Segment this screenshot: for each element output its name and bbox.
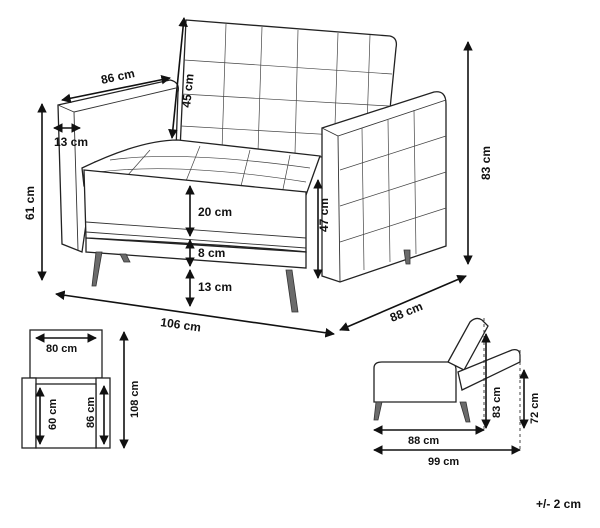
leg-back-left: [119, 253, 131, 263]
side-seat: [373, 361, 457, 403]
seat-base: [85, 237, 307, 269]
leg-front-left: [91, 251, 103, 287]
leg-front-right: [285, 269, 299, 313]
top-right-arm: [95, 377, 111, 449]
label-20cm: 20 cm: [198, 205, 232, 219]
armrest-tufting: [339, 109, 447, 271]
leg-back-right: [403, 249, 411, 265]
label-86cm-top-view: 86 cm: [85, 397, 97, 428]
label-80cm: 80 cm: [46, 343, 77, 355]
label-106cm: 106 cm: [160, 315, 202, 335]
armchair-main-view: [57, 19, 447, 313]
backrest-tufting: [180, 23, 393, 159]
label-83cm-main: 83 cm: [479, 146, 493, 180]
label-72cm: 72 cm: [529, 393, 541, 424]
right-armrest: [321, 91, 447, 283]
label-13cm-leg: 13 cm: [198, 280, 232, 294]
label-88cm-side: 88 cm: [408, 435, 439, 447]
top-left-arm: [21, 377, 37, 449]
label-99cm: 99 cm: [428, 456, 459, 468]
seat-tufting: [97, 145, 311, 195]
label-47cm: 47 cm: [317, 198, 331, 232]
side-leg-back: [459, 401, 471, 423]
label-61cm: 61 cm: [23, 186, 37, 220]
top-view: 80 cm 60 cm 86 cm 108 cm: [21, 329, 141, 449]
label-88cm-main: 88 cm: [388, 299, 425, 325]
label-13cm-arm: 13 cm: [54, 135, 88, 149]
label-60cm: 60 cm: [47, 399, 59, 430]
label-8cm: 8 cm: [198, 246, 225, 260]
side-leg-front: [373, 401, 383, 421]
label-108cm: 108 cm: [129, 380, 141, 418]
tolerance-note: +/- 2 cm: [536, 497, 581, 511]
label-45cm: 45 cm: [179, 73, 196, 108]
main-dimension-lines: [37, 17, 473, 338]
label-83cm-side: 83 cm: [491, 387, 503, 418]
side-view: 88 cm 83 cm 72 cm 99 cm: [373, 317, 541, 468]
label-86cm-top: 86 cm: [100, 66, 136, 87]
side-backrest-upright: [447, 317, 489, 371]
